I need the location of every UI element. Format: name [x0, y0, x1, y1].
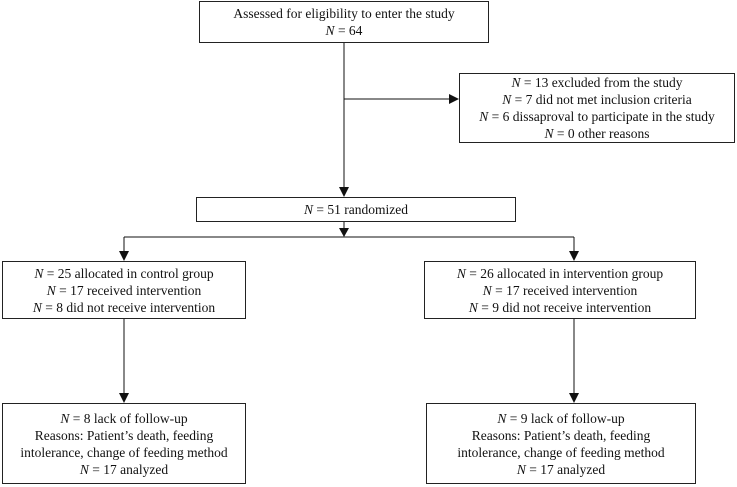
- intervention-line-2: N = 17 received intervention: [482, 282, 638, 298]
- excluded-line-2: N = 7 did not met inclusion criteria: [502, 92, 692, 107]
- eligibility-count: N = 64: [325, 23, 363, 38]
- arrowhead-randomized: [339, 228, 349, 237]
- control-group-box: N = 25 allocated in control group N = 17…: [2, 261, 246, 319]
- eligibility-title: Assessed for eligibility to enter the st…: [233, 6, 455, 21]
- excluded-line-1: N = 13 excluded from the study: [511, 75, 683, 90]
- randomized-box: N = 51 randomized: [196, 197, 516, 222]
- followup-control-reasons: Reasons: Patient’s death, feeding: [34, 427, 214, 443]
- excluded-box: N = 13 excluded from the study N = 7 did…: [459, 73, 735, 143]
- control-line-2: N = 17 received intervention: [46, 282, 202, 298]
- followup-intervention-reasons: Reasons: Patient’s death, feeding: [471, 427, 651, 443]
- randomized-count: N = 51 randomized: [304, 202, 408, 217]
- followup-intervention-box: N = 9 lack of follow-up Reasons: Patient…: [426, 403, 696, 484]
- followup-intervention-analyzed: N = 17 analyzed: [516, 461, 606, 477]
- intervention-group-box: N = 26 allocated in intervention group N…: [424, 261, 696, 319]
- followup-intervention-reasons-cont: intolerance, change of feeding method: [457, 444, 665, 460]
- excluded-line-3: N = 6 dissaproval to participate in the …: [479, 109, 715, 124]
- followup-control-lack: N = 8 lack of follow-up: [60, 410, 188, 426]
- followup-control-analyzed: N = 17 analyzed: [79, 461, 169, 477]
- excluded-line-4: N = 0 other reasons: [544, 126, 650, 141]
- intervention-line-1: N = 26 allocated in intervention group: [456, 265, 664, 281]
- control-line-3: N = 8 did not receive intervention: [32, 299, 216, 315]
- control-line-1: N = 25 allocated in control group: [34, 265, 214, 281]
- followup-intervention-lack: N = 9 lack of follow-up: [497, 410, 625, 426]
- followup-control-box: N = 8 lack of follow-up Reasons: Patient…: [2, 403, 246, 484]
- intervention-line-3: N = 9 did not receive intervention: [468, 299, 652, 315]
- followup-control-reasons-cont: intolerance, change of feeding method: [20, 444, 228, 460]
- eligibility-box: Assessed for eligibility to enter the st…: [199, 1, 489, 43]
